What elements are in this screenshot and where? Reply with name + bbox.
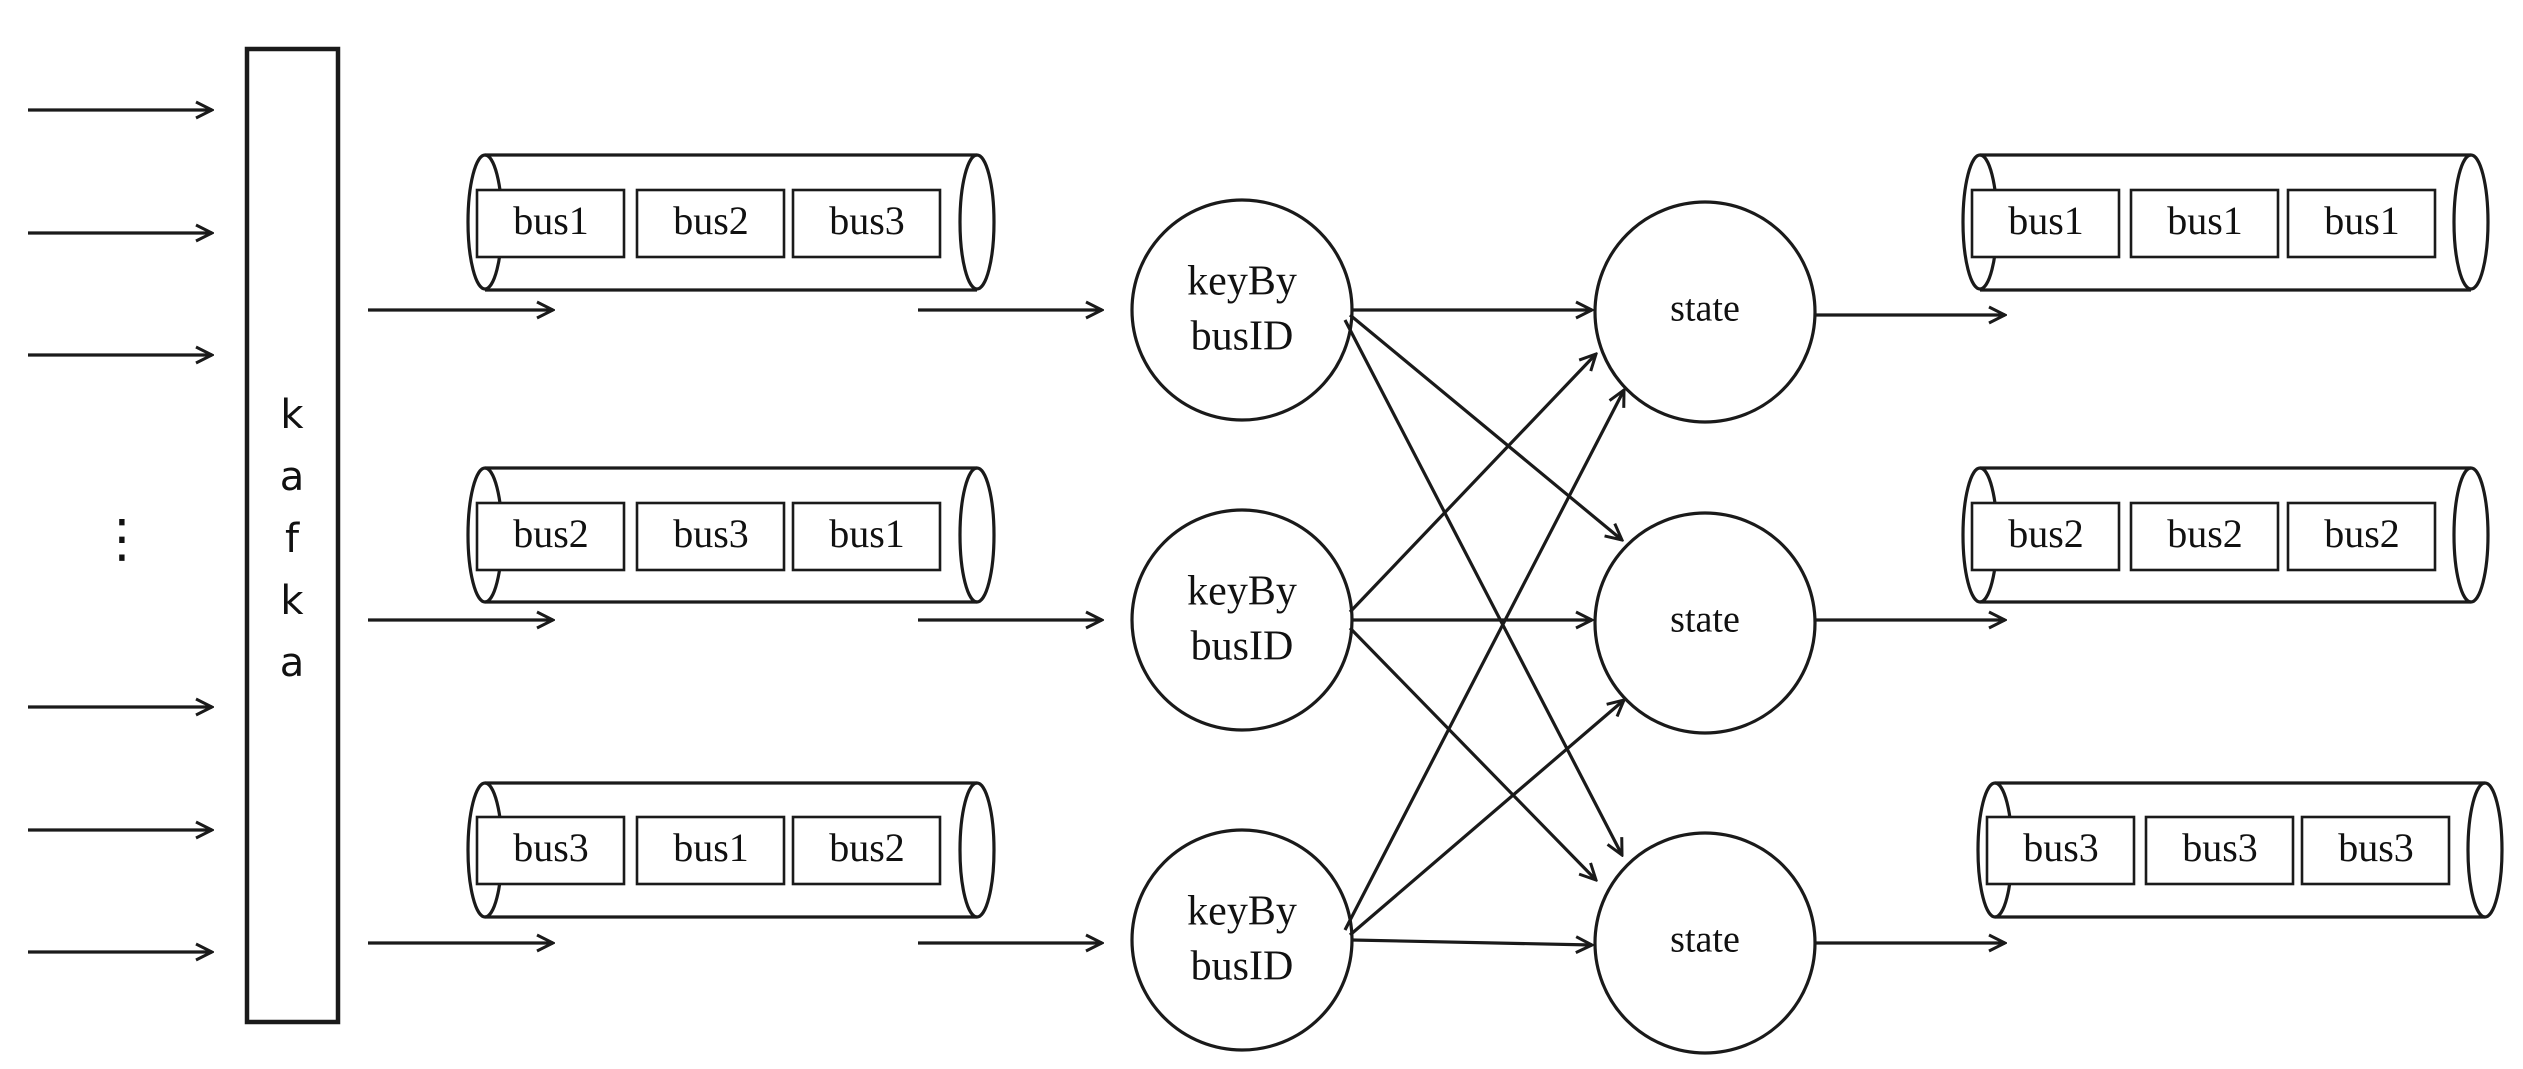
queue-item [475,501,626,572]
queue-item [475,188,626,259]
kafka-letter: k [280,578,304,624]
keyby-node: keyBy busID [1130,198,1354,422]
queue-item [2300,815,2451,886]
queue-cylinder-edges [1980,153,2471,292]
shuffle-edges [1343,310,1624,945]
keyby-circle [1130,198,1354,422]
queue-cylinder-front [2452,466,2490,604]
queue-item-label: bus1 [2324,198,2400,243]
queue-item-label: bus1 [2167,198,2243,243]
state-label: state [1670,288,1740,330]
keyby-node: keyBy busID [1130,508,1354,732]
queue-item-label: bus1 [513,198,589,243]
input-queue: bus2 bus3 bus1 [466,466,996,604]
queue-item [791,188,942,259]
queue-cylinder-front [958,153,996,291]
queue-cylinder-edges [485,781,977,919]
queue-item [2286,188,2437,259]
queue-item-label: bus2 [2008,511,2084,556]
queue-item [1985,815,2136,886]
keyby-label: keyBy [1187,889,1297,935]
shuffle-edge [1348,354,1596,614]
input-queue: bus1 bus2 bus3 [466,153,996,292]
keyby-sublabel: busID [1191,314,1294,360]
queue-cylinder-front [958,781,996,919]
state-circle [1593,511,1817,735]
shuffle-edge [1348,700,1624,937]
shuffle-edge [1343,390,1624,931]
queue-item [635,188,786,259]
kafka-label: k a f k a [280,392,305,686]
keyby-sublabel: busID [1191,944,1294,990]
state-label: state [1670,599,1740,641]
keyby-label: keyBy [1187,259,1297,305]
incoming-arrows [28,110,212,952]
state-node: state [1593,200,1817,424]
queue-item [791,815,942,886]
queue-item-label: bus3 [513,825,589,870]
queue-item [1970,501,2121,572]
queue-item-label: bus1 [2008,198,2084,243]
queue-cylinder-edges [485,466,977,604]
queue-item [635,815,786,886]
shuffle-edge [1348,626,1596,880]
queue-cylinder-front [2466,781,2504,919]
shuffle-edge [1343,319,1622,855]
queue-item [2129,501,2280,572]
queue-item [2286,501,2437,572]
keyby-circle [1130,508,1354,732]
queue-item [1970,188,2121,259]
state-node: state [1593,511,1817,735]
input-queue: bus3 bus1 bus2 [466,781,996,919]
queue-cylinder-edges [1995,781,2485,919]
queue-cylinder-edges [485,153,977,292]
kafka-letter: k [280,392,304,438]
queue-item [635,501,786,572]
output-arrows [1815,315,2005,943]
queue-cylinder-front [2452,153,2490,291]
queue-flow-arrows [368,310,1102,943]
queue-item-label: bus3 [829,198,905,243]
output-queue: bus1 bus1 bus1 [1961,153,2490,292]
queue-item-label: bus2 [2324,511,2400,556]
state-label: state [1670,919,1740,961]
queue-item-label: bus3 [2338,825,2414,870]
kafka-block [244,46,341,1025]
output-queue: bus2 bus2 bus2 [1961,466,2490,604]
keyby-circle [1130,828,1354,1052]
output-queue: bus3 bus3 bus3 [1976,781,2504,919]
keyby-label: keyBy [1187,569,1297,615]
kafka-letter: f [285,516,300,562]
queue-item [2144,815,2295,886]
shuffle-edge [1348,313,1622,540]
queue-item-label: bus3 [2023,825,2099,870]
queue-item [2129,188,2280,259]
queue-item [791,501,942,572]
queue-cylinder-front [958,466,996,604]
queue-item-label: bus1 [829,511,905,556]
ellipsis: ⋮ [96,509,148,569]
state-node: state [1593,831,1817,1055]
keyby-node: keyBy busID [1130,828,1354,1052]
keyby-sublabel: busID [1191,624,1294,670]
queue-item-label: bus1 [673,825,749,870]
queue-cylinder-edges [1980,466,2471,604]
queue-item-label: bus2 [829,825,905,870]
queue-item-label: bus2 [513,511,589,556]
queue-item-label: bus2 [673,198,749,243]
kafka-letter: a [280,640,305,686]
queue-item-label: bus2 [2167,511,2243,556]
queue-item [475,815,626,886]
shuffle-edge [1351,940,1592,945]
queue-item-label: bus3 [673,511,749,556]
queue-item-label: bus3 [2182,825,2258,870]
state-circle [1593,200,1817,424]
kafka-letter: a [280,454,305,500]
